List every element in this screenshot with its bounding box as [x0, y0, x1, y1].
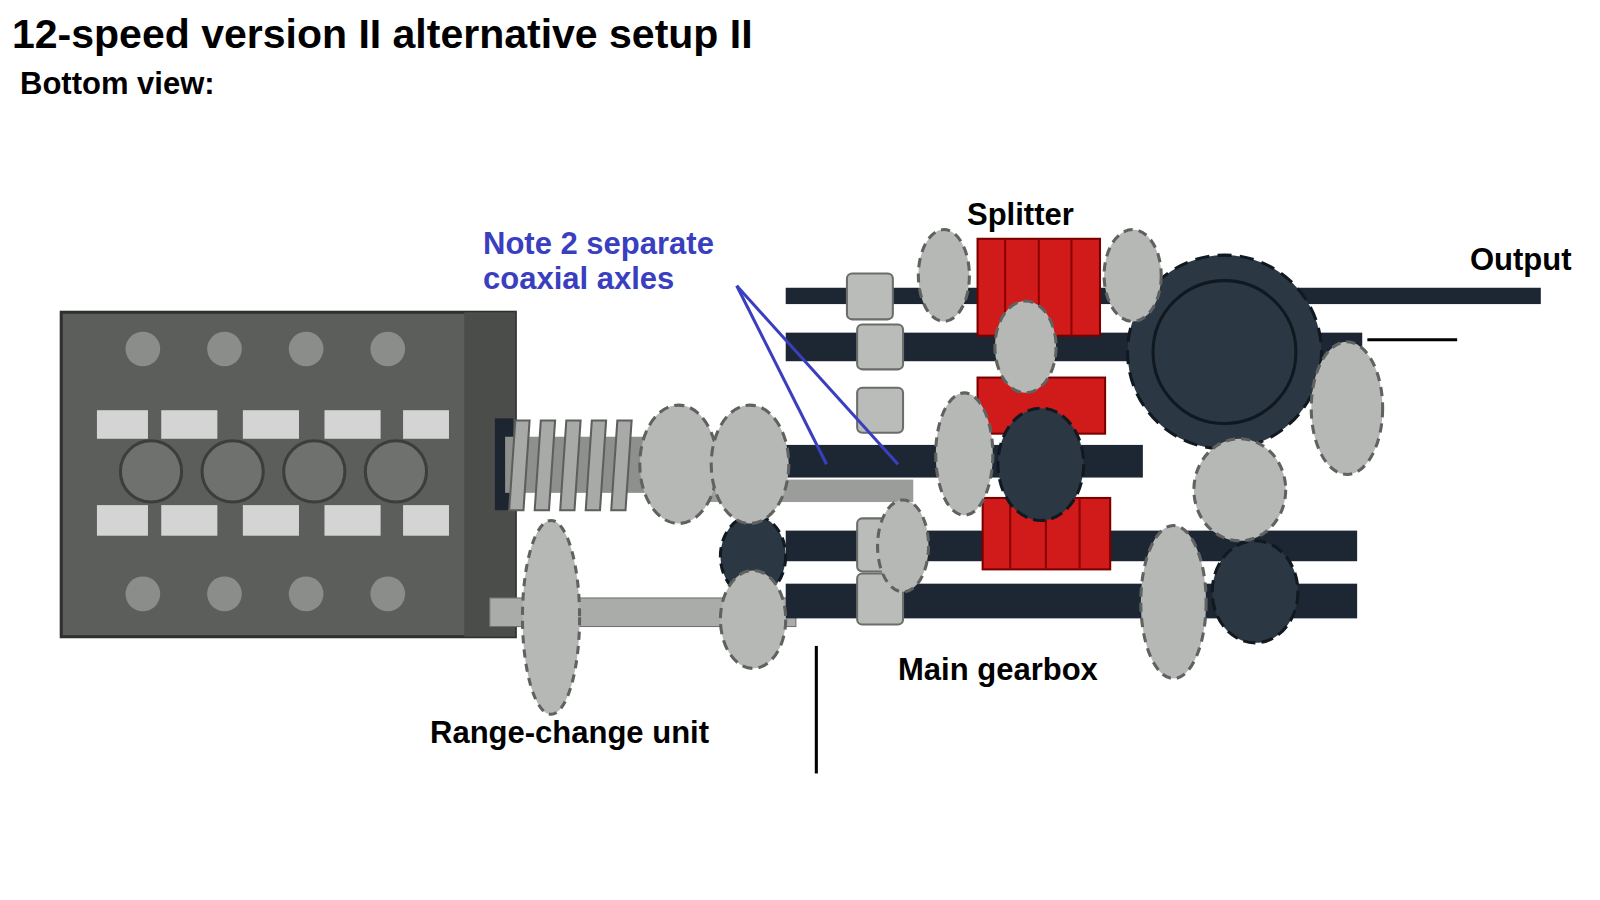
- part-label: Output: [1470, 243, 1572, 278]
- dark-gears: [720, 255, 1321, 643]
- divider-line: [816, 340, 1457, 774]
- note-label: Note 2 separate coaxial axles: [483, 227, 774, 296]
- leader-line: [737, 286, 898, 465]
- part-label: Range-change unit: [430, 716, 709, 751]
- motor: [61, 312, 515, 636]
- part-label: Splitter: [967, 198, 1074, 233]
- grey-gears: [522, 230, 1382, 715]
- clutch-parts: [978, 239, 1111, 570]
- worm-gear: [505, 420, 648, 510]
- part-label: Main gearbox: [898, 653, 1098, 688]
- title: 12-speed version II alternative setup II: [12, 12, 753, 58]
- subtitle: Bottom view:: [20, 67, 215, 102]
